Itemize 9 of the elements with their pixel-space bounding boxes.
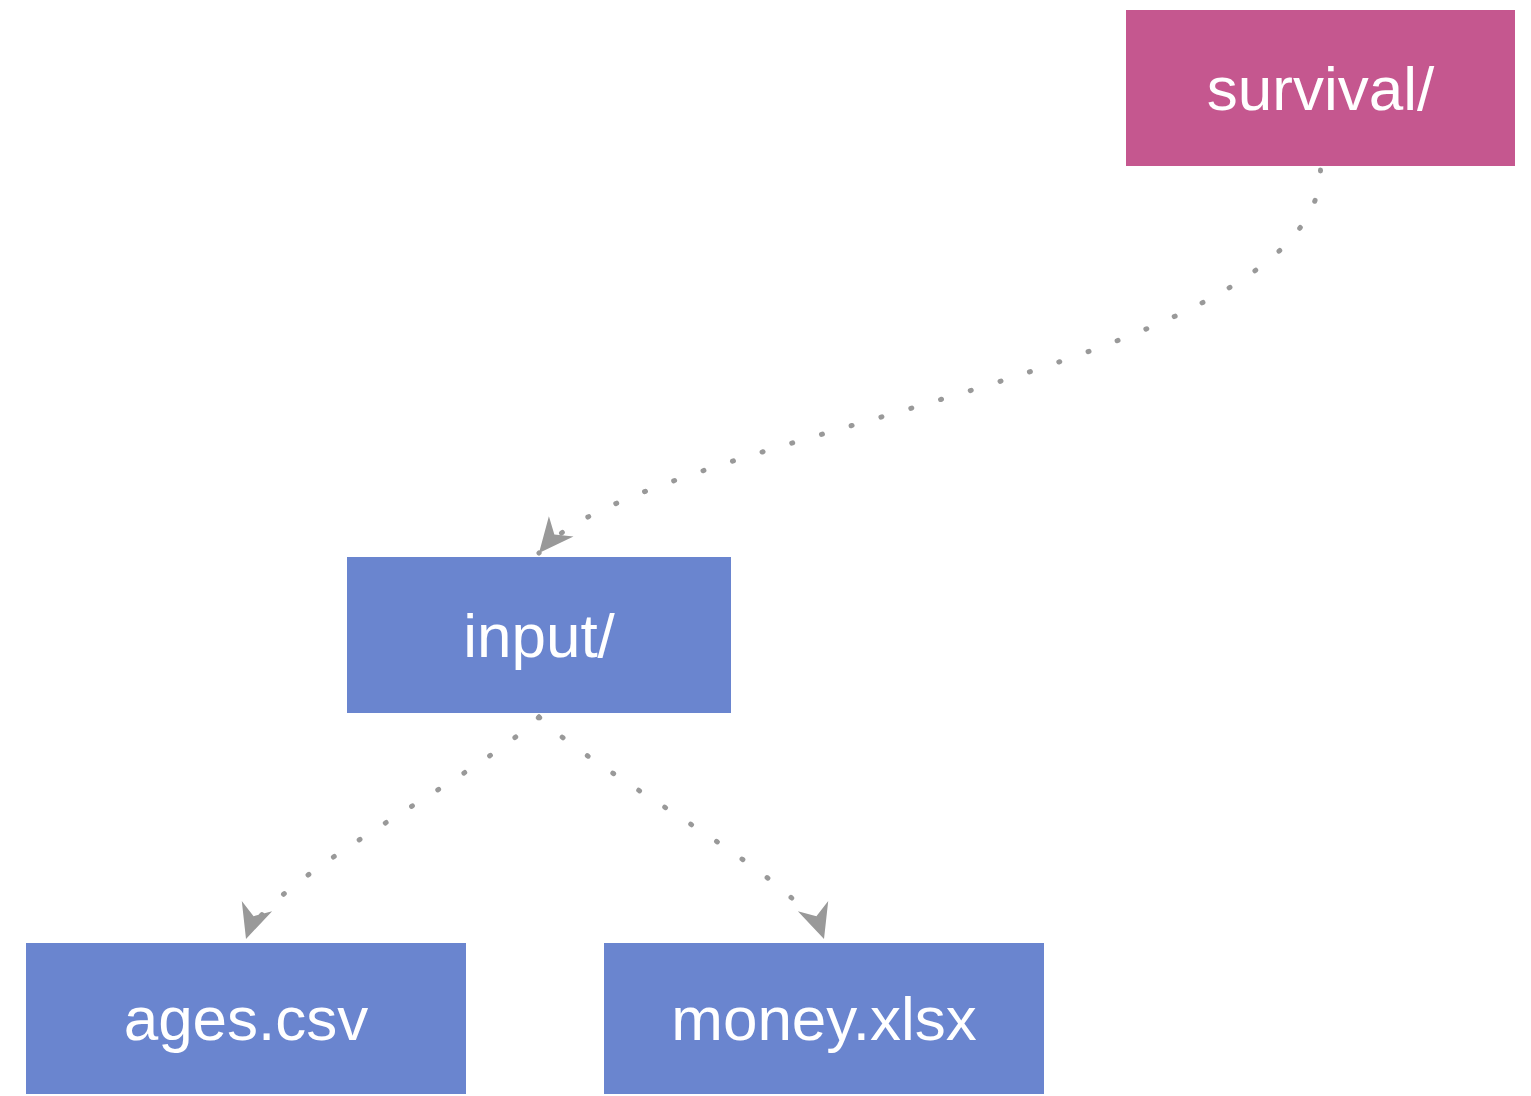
file-box xyxy=(26,943,466,1094)
node-label: survival/ xyxy=(1206,52,1435,124)
node-label: ages.csv xyxy=(123,983,369,1054)
node-label: input/ xyxy=(463,599,615,671)
file-box xyxy=(604,943,1044,1094)
file-box xyxy=(347,557,731,713)
dotted-arrow xyxy=(536,167,1323,556)
folder-box xyxy=(1126,10,1515,166)
node-label: money.xlsx xyxy=(671,983,977,1054)
